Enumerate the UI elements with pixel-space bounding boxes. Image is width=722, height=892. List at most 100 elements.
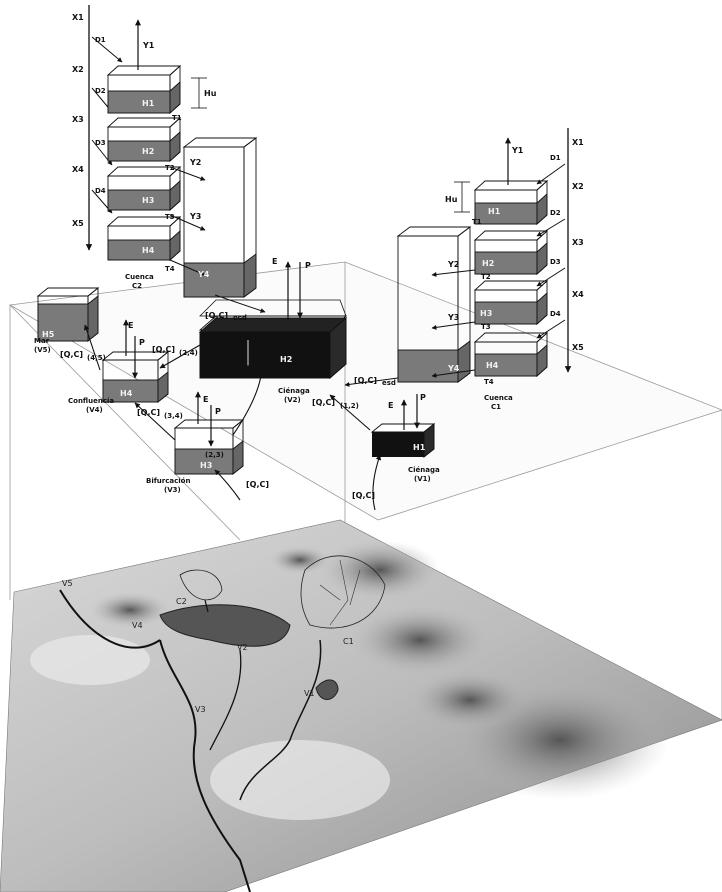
- label-catchment_c2-t_labels-1: T2: [165, 164, 175, 172]
- label-flux-E: E: [128, 321, 133, 330]
- label-flux-E: E: [388, 401, 393, 410]
- label-catchment_c1-d_labels-3: D4: [550, 310, 561, 318]
- label-flux-E: E: [203, 395, 208, 404]
- label-catchment_c2-x_labels-3: X4: [72, 165, 84, 174]
- label-catchment_c1-d_labels-0: D1: [550, 154, 561, 162]
- label-catchment_c2-tanks-0: H1: [142, 99, 155, 108]
- map-label-c1: C1: [343, 637, 354, 646]
- label-flux-P: P: [139, 338, 145, 347]
- label-catchment_c2-x_labels-0: X1: [72, 13, 84, 22]
- map-label-v3: V3: [195, 705, 206, 714]
- label-catchment_c2-x_labels-4: X5: [72, 219, 84, 228]
- label-flux-qc: [Q,C]: [312, 398, 335, 407]
- label-flux-P: P: [420, 393, 426, 402]
- label-flux-qc: [Q,C]: [60, 350, 83, 359]
- label-catchment_c2-d_labels-2: D3: [95, 139, 106, 147]
- label-catchment_c1-d_labels-2: D3: [550, 258, 561, 266]
- label-catchment_c1-hu: Hu: [445, 195, 458, 204]
- label-catchment_c2-tanks-3: H4: [142, 246, 155, 255]
- label-flux-s45: (4,5): [87, 354, 106, 362]
- label-catchment_c1-y_labels-0: Y1: [511, 146, 524, 155]
- label-reservoirs-v3-id: (V3): [164, 486, 181, 494]
- reservoir-v2: H2 Ciénaga (V2) E P: [198, 257, 348, 404]
- label-reservoirs-v5-name: Mar: [34, 337, 50, 345]
- label-catchment_c1-t_labels-2: T3: [481, 323, 491, 331]
- label-catchment_c1-t_labels-3: T4: [484, 378, 494, 386]
- label-reservoirs-v2-name: Ciénaga: [278, 387, 310, 395]
- label-catchment_c2-d_labels-0: D1: [95, 36, 106, 44]
- label-catchment_c1-d_labels-1: D2: [550, 209, 561, 217]
- catchment-c2: X1 X2 X3 X4 X5 D1 D2 D3 D4: [72, 5, 266, 313]
- terrain-map: V5 C2 V4 V2 C1 V1 V3: [0, 519, 722, 892]
- label-catchment_c1-x_labels-0: X1: [572, 138, 584, 147]
- map-label-v5: V5: [62, 579, 73, 588]
- label-catchment_c1-x_labels-1: X2: [572, 182, 584, 191]
- label-flux-P: P: [215, 407, 221, 416]
- label-catchment_c1-tanks-3: H4: [486, 361, 499, 370]
- label-catchment_c1-name: Cuenca: [484, 394, 513, 402]
- label-catchment_c1-x_labels-2: X3: [572, 238, 584, 247]
- label-flux-s34: (3,4): [164, 412, 183, 420]
- label-reservoirs-v1-name: Ciénaga: [408, 466, 440, 474]
- label-catchment_c2-x_labels-2: X3: [72, 115, 84, 124]
- label-catchment_c2-id: C2: [132, 282, 142, 290]
- reservoir-v5: H5 Mar (V5): [34, 287, 100, 354]
- map-label-c2: C2: [176, 597, 187, 606]
- map-label-v1: V1: [304, 689, 315, 698]
- catchment-c1: X1 X2 X3 X4 X5 D1 D2 D3 D4: [344, 128, 584, 411]
- label-reservoirs-v5-h: H5: [42, 330, 55, 339]
- label-flux-qc: [Q,C]: [152, 345, 175, 354]
- label-reservoirs-v1-id: (V1): [414, 475, 431, 483]
- label-flux-P: P: [305, 261, 311, 270]
- label-catchment_c2-t_labels-3: T4: [165, 265, 175, 273]
- label-reservoirs-v5-id: (V5): [34, 346, 51, 354]
- label-catchment_c1-x_labels-4: X5: [572, 343, 584, 352]
- label-catchment_c2-tanks-1: H2: [142, 147, 154, 156]
- label-flux-qc: [Q,C]: [246, 480, 269, 489]
- label-flux-qc: [Q,C]: [352, 491, 375, 500]
- label-flux-E: E: [272, 257, 277, 266]
- label-reservoirs-v2-id: (V2): [284, 396, 301, 404]
- label-flux-esd: esd: [382, 379, 396, 387]
- flow-labels: [Q,C] esd [Q,C] esd [Q,C] (1,2) [Q,C] (2…: [60, 311, 396, 500]
- label-catchment_c2-y_labels-1: Y2: [189, 158, 201, 167]
- label-flux-qc: [Q,C]: [354, 376, 377, 385]
- label-catchment_c2-hu: Hu: [204, 89, 217, 98]
- label-catchment_c2-t_labels-2: T3: [165, 213, 175, 221]
- label-catchment_c1-tanks-2: H3: [480, 309, 492, 318]
- reservoir-v3: H3 Bifurcación (V3) E P: [146, 391, 245, 494]
- label-catchment_c1-y_labels-3: Y4: [447, 364, 460, 373]
- map-label-v4: V4: [132, 621, 143, 630]
- label-catchment_c1-y_labels-2: Y3: [447, 313, 459, 322]
- label-flux-s24: (2,4): [179, 349, 198, 357]
- label-catchment_c1-tanks-0: H1: [488, 207, 501, 216]
- label-catchment_c1-t_labels-0: T1: [472, 218, 482, 226]
- reservoir-v1: H1 Ciénaga (V1) E P: [370, 393, 440, 483]
- label-flux-qc: [Q,C]: [205, 311, 228, 320]
- label-flux-s23: (2,3): [205, 451, 224, 459]
- exchange-flows: [83, 324, 382, 511]
- label-catchment_c2-y_labels-2: Y3: [189, 212, 201, 221]
- map-label-v2: V2: [237, 643, 248, 652]
- label-reservoirs-v4-id: (V4): [86, 406, 103, 414]
- label-reservoirs-v1-h: H1: [413, 443, 426, 452]
- label-flux-s12: (1,2): [340, 402, 359, 410]
- label-catchment_c2-d_labels-3: D4: [95, 187, 106, 195]
- reservoir-v4: H4 Confluencia (V4) E P: [68, 319, 170, 414]
- label-reservoirs-v3-name: Bifurcación: [146, 477, 190, 485]
- label-catchment_c2-y_labels-3: Y4: [197, 270, 210, 279]
- label-catchment_c2-t_labels-0: T1: [172, 114, 182, 122]
- label-flux-esd: esd: [233, 314, 247, 322]
- label-catchment_c1-id: C1: [491, 403, 501, 411]
- label-catchment_c2-d_labels-1: D2: [95, 87, 106, 95]
- label-reservoirs-v3-h: H3: [200, 461, 212, 470]
- label-catchment_c2-x_labels-1: X2: [72, 65, 84, 74]
- label-catchment_c1-tanks-1: H2: [482, 259, 494, 268]
- label-catchment_c2-name: Cuenca: [125, 273, 154, 281]
- label-flux-qc: [Q,C]: [137, 408, 160, 417]
- cienaga-v2-map: [159, 604, 291, 647]
- label-catchment_c1-x_labels-3: X4: [572, 290, 584, 299]
- label-catchment_c1-y_labels-1: Y2: [447, 260, 459, 269]
- label-catchment_c1-t_labels-1: T2: [481, 273, 491, 281]
